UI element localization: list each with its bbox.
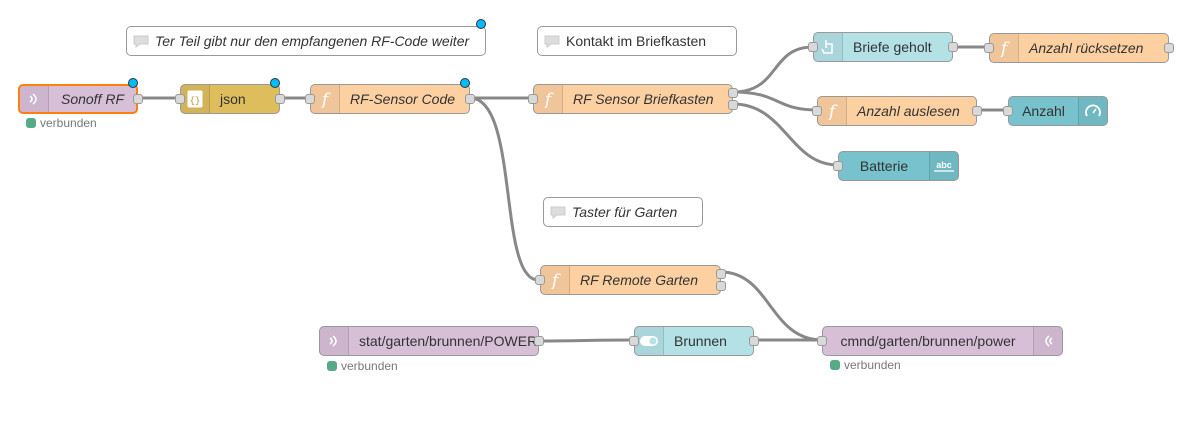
svg-text:f: f — [999, 39, 1010, 57]
node-anzahl-auslesen[interactable]: f Anzahl auslesen — [812, 96, 982, 126]
gauge-icon — [1078, 97, 1107, 125]
output-port[interactable] — [465, 94, 475, 104]
input-port[interactable] — [175, 94, 185, 104]
node-rf-sensor-briefkasten[interactable]: f RF Sensor Briefkasten — [528, 84, 738, 114]
json-braces-icon: {} — [181, 85, 210, 113]
node-label: Briefe geholt — [853, 39, 932, 55]
input-port[interactable] — [808, 42, 818, 52]
abc-text-icon: abc — [929, 152, 958, 180]
input-port[interactable] — [528, 94, 538, 104]
node-batterie[interactable]: Batterie abc — [833, 151, 959, 181]
status-connected: verbunden — [830, 358, 901, 372]
wifi-signal-icon — [20, 86, 49, 112]
comment-icon — [127, 34, 155, 48]
comment-label: Kontakt im Briefkasten — [566, 33, 707, 49]
changed-indicator-dot — [476, 19, 486, 29]
comment-rf-code[interactable]: Ter Teil gibt nur den empfangenen RF-Cod… — [126, 26, 486, 56]
node-rf-sensor-code[interactable]: f RF-Sensor Code — [305, 84, 475, 114]
svg-text:f: f — [543, 90, 554, 108]
status-connected: verbunden — [327, 359, 398, 373]
node-anzahl-ruecksetzen[interactable]: f Anzahl rücksetzen — [984, 33, 1174, 63]
toggle-switch-icon — [635, 327, 664, 355]
svg-text:f: f — [320, 90, 331, 108]
input-port[interactable] — [984, 43, 994, 53]
node-label: RF Remote Garten — [580, 272, 699, 288]
status-text: verbunden — [341, 359, 398, 373]
node-stat-brunnen-power[interactable]: stat/garten/brunnen/POWER — [319, 326, 544, 356]
wire-briefkasten-briefe — [732, 45, 814, 94]
node-anzahl-gauge[interactable]: Anzahl — [1003, 96, 1108, 126]
function-icon: f — [541, 266, 570, 294]
function-icon: f — [534, 85, 563, 113]
status-green-indicator — [26, 118, 36, 128]
node-label: RF Sensor Briefkasten — [573, 91, 714, 107]
status-connected: verbunden — [26, 116, 97, 130]
comment-taster[interactable]: Taster für Garten — [543, 197, 703, 227]
output-port[interactable] — [749, 336, 759, 346]
svg-text:f: f — [550, 271, 561, 289]
changed-indicator-dot — [128, 78, 138, 88]
output-port[interactable] — [275, 94, 285, 104]
wire-stat-brunnen — [538, 338, 635, 343]
input-port[interactable] — [817, 336, 827, 346]
node-json[interactable]: {} json — [175, 84, 285, 114]
node-label: Anzahl rücksetzen — [1029, 40, 1144, 56]
output-port[interactable] — [133, 94, 143, 104]
wire-briefkasten-batterie — [732, 102, 839, 167]
input-port[interactable] — [833, 161, 843, 171]
svg-text:{}: {} — [190, 96, 201, 106]
node-label: cmnd/garten/brunnen/power — [840, 333, 1016, 349]
hand-pointer-icon — [814, 33, 843, 61]
node-label: Batterie — [859, 158, 909, 174]
function-icon: f — [818, 97, 847, 125]
status-green-indicator — [327, 361, 337, 371]
output-port[interactable] — [1164, 43, 1174, 53]
comment-label: Ter Teil gibt nur den empfangenen RF-Cod… — [155, 33, 470, 49]
output-port[interactable] — [534, 336, 544, 346]
wifi-signal-icon — [1033, 327, 1062, 355]
input-port[interactable] — [535, 275, 545, 285]
changed-indicator-dot — [270, 78, 280, 88]
node-label: stat/garten/brunnen/POWER — [359, 333, 538, 349]
status-green-indicator — [830, 360, 840, 370]
node-sonoff-rf[interactable]: Sonoff RF — [18, 84, 143, 114]
comment-label: Taster für Garten — [572, 204, 678, 220]
node-label: Sonoff RF — [60, 91, 125, 107]
output-port[interactable] — [948, 42, 958, 52]
node-rf-remote-garten[interactable]: f RF Remote Garten — [535, 265, 726, 295]
input-port[interactable] — [629, 336, 639, 346]
node-label: Brunnen — [674, 333, 727, 349]
wire-briefkasten-auslesen — [732, 90, 818, 112]
node-label: RF-Sensor Code — [350, 91, 456, 107]
svg-text:f: f — [827, 102, 838, 120]
status-text: verbunden — [40, 116, 97, 130]
input-port[interactable] — [305, 94, 315, 104]
wire-remote-cmnd — [720, 270, 823, 342]
node-cmnd-brunnen-power[interactable]: cmnd/garten/brunnen/power — [817, 326, 1063, 356]
input-port[interactable] — [1003, 106, 1013, 116]
comment-kontakt[interactable]: Kontakt im Briefkasten — [537, 26, 737, 56]
node-label: Anzahl auslesen — [857, 103, 960, 119]
wire-rfsensor-remote — [469, 96, 541, 282]
output-port-1[interactable] — [728, 88, 738, 98]
wifi-signal-icon — [320, 327, 349, 355]
changed-indicator-dot — [460, 78, 470, 88]
output-port[interactable] — [972, 106, 982, 116]
comment-icon — [544, 205, 572, 219]
output-port-2[interactable] — [716, 281, 726, 291]
node-brunnen-switch[interactable]: Brunnen — [629, 326, 759, 356]
output-port-1[interactable] — [716, 269, 726, 279]
input-port[interactable] — [812, 106, 822, 116]
status-text: verbunden — [844, 358, 901, 372]
node-label: json — [220, 91, 246, 107]
comment-icon — [538, 34, 566, 48]
function-icon: f — [311, 85, 340, 113]
function-icon: f — [990, 34, 1019, 62]
svg-text:abc: abc — [936, 160, 952, 170]
node-label: Anzahl — [1022, 103, 1065, 119]
output-port-2[interactable] — [728, 100, 738, 110]
node-briefe-geholt[interactable]: Briefe geholt — [808, 32, 958, 62]
